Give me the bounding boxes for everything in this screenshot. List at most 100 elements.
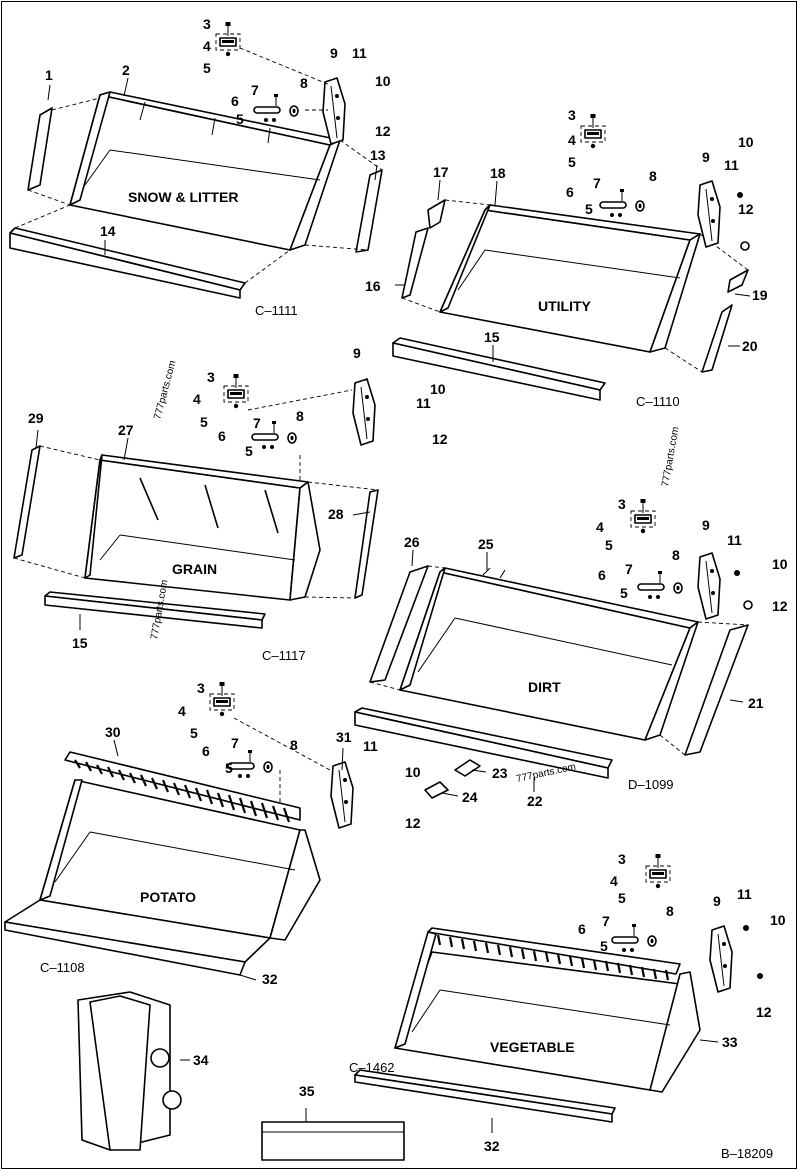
callout-22: 22 [527,793,543,809]
callout-3: 3 [203,16,211,32]
callout-5d2: 5 [620,585,628,601]
vegetable-grille [436,934,670,981]
callout-3p: 3 [197,680,205,696]
callout-18: 18 [490,165,506,181]
callout-8g: 8 [296,408,304,424]
watermark-2: 777parts.com [660,426,681,488]
callout-12d: 12 [772,598,788,614]
callout-4g: 4 [193,391,201,407]
callout-4d: 4 [596,519,604,535]
callout-7u: 7 [593,175,601,191]
callout-15g: 15 [72,635,88,651]
callout-3d: 3 [618,496,626,512]
callout-7v: 7 [602,913,610,929]
callout-5v2: 5 [600,938,608,954]
callout-32v: 32 [484,1138,500,1154]
drawing-codes: C–1111 C–1110 C–1117 D–1099 C–1108 C–146… [40,303,773,1161]
callout-10v: 10 [770,912,786,928]
callout-6u: 6 [566,184,574,200]
callout-5u: 5 [568,154,576,170]
bucket-name-grain: GRAIN [172,561,217,577]
callout-25: 25 [478,536,494,552]
callout-4: 4 [203,38,211,54]
callout-6: 6 [231,93,239,109]
callout-5d: 5 [605,537,613,553]
callout-11u: 11 [724,157,739,173]
code-vegetable: C–1462 [349,1060,395,1075]
potato-bucket [4,681,354,976]
callout-28: 29 [28,410,44,426]
callout-6g: 6 [218,428,226,444]
callout-5g: 5 [200,414,208,430]
callout-35: 35 [299,1083,315,1099]
callout-14: 14 [100,223,116,239]
callout-8: 8 [300,75,308,91]
callout-4v: 4 [610,873,618,889]
code-dirt: D–1099 [628,777,674,792]
bucket-name-dirt: DIRT [528,679,561,695]
callout-2: 2 [122,62,130,78]
callout-12v: 12 [756,1004,772,1020]
callout-6v: 6 [578,921,586,937]
callout-5u2: 5 [585,201,593,217]
utility-bucket [392,113,750,401]
callout-3g: 3 [207,369,215,385]
callout-9v: 9 [713,893,721,909]
callout-13: 13 [370,147,386,163]
callout-19: 19 [752,287,768,303]
bucket-names: SNOW & LITTER UTILITY GRAIN DIRT POTATO … [128,189,592,1055]
callout-11: 11 [352,45,367,61]
snow-litter-bucket [9,21,383,299]
bucket-name-snow-litter: SNOW & LITTER [128,189,238,205]
callout-5: 5 [203,60,211,76]
callout-10g: 10 [430,381,446,397]
callout-11g: 11 [416,395,431,411]
watermark-1: 777parts.com [152,359,178,420]
callout-8p: 8 [290,737,298,753]
bucket-name-potato: POTATO [140,889,196,905]
callout-34: 34 [193,1052,209,1068]
callout-8d: 8 [672,547,680,563]
callout-5v: 5 [618,890,626,906]
callout-26: 26 [404,534,420,550]
callout-12p: 12 [405,815,421,831]
callout-32p: 32 [262,971,278,987]
code-utility: C–1110 [636,394,680,409]
callout-12: 12 [375,123,391,139]
decal-35 [261,1121,405,1161]
callout-7g: 7 [253,415,261,431]
callout-5p2: 5 [225,760,233,776]
callout-11v: 11 [737,886,752,902]
callout-17: 17 [433,164,449,180]
callout-10: 10 [375,73,391,89]
callout-5g2: 5 [245,443,253,459]
callout-6p: 6 [202,743,210,759]
dirt-bucket [354,498,753,799]
callout-6d: 6 [598,567,606,583]
callout-21: 21 [748,695,764,711]
callout-10u: 10 [738,134,754,150]
potato-grille [74,759,291,823]
code-potato: C–1108 [40,960,85,975]
callout-12u: 12 [738,201,754,217]
callout-9: 9 [330,45,338,61]
bucket-name-utility: UTILITY [538,298,592,314]
callout-31: 31 [336,729,352,745]
vegetable-bucket [354,853,763,1123]
callout-3u: 3 [568,107,576,123]
callout-20: 20 [742,338,758,354]
callout-1: 1 [45,67,53,83]
code-snow-litter: C–1111 [255,303,298,318]
callout-7: 7 [251,82,259,98]
callout-9d: 9 [702,517,710,533]
callout-11p: 11 [363,738,378,754]
callout-4p: 4 [178,703,186,719]
callout-5p: 5 [190,725,198,741]
callout-numbers: 1 2 13 14 3 4 5 6 7 5 8 9 11 10 12 3 4 5… [28,16,788,1154]
callout-9u: 9 [702,149,710,165]
diagram-id: B–18209 [721,1146,773,1161]
callout-9g: 9 [353,345,361,361]
callout-4u: 4 [568,132,576,148]
callout-7d: 7 [625,561,633,577]
callout-29: 28 [328,506,344,522]
